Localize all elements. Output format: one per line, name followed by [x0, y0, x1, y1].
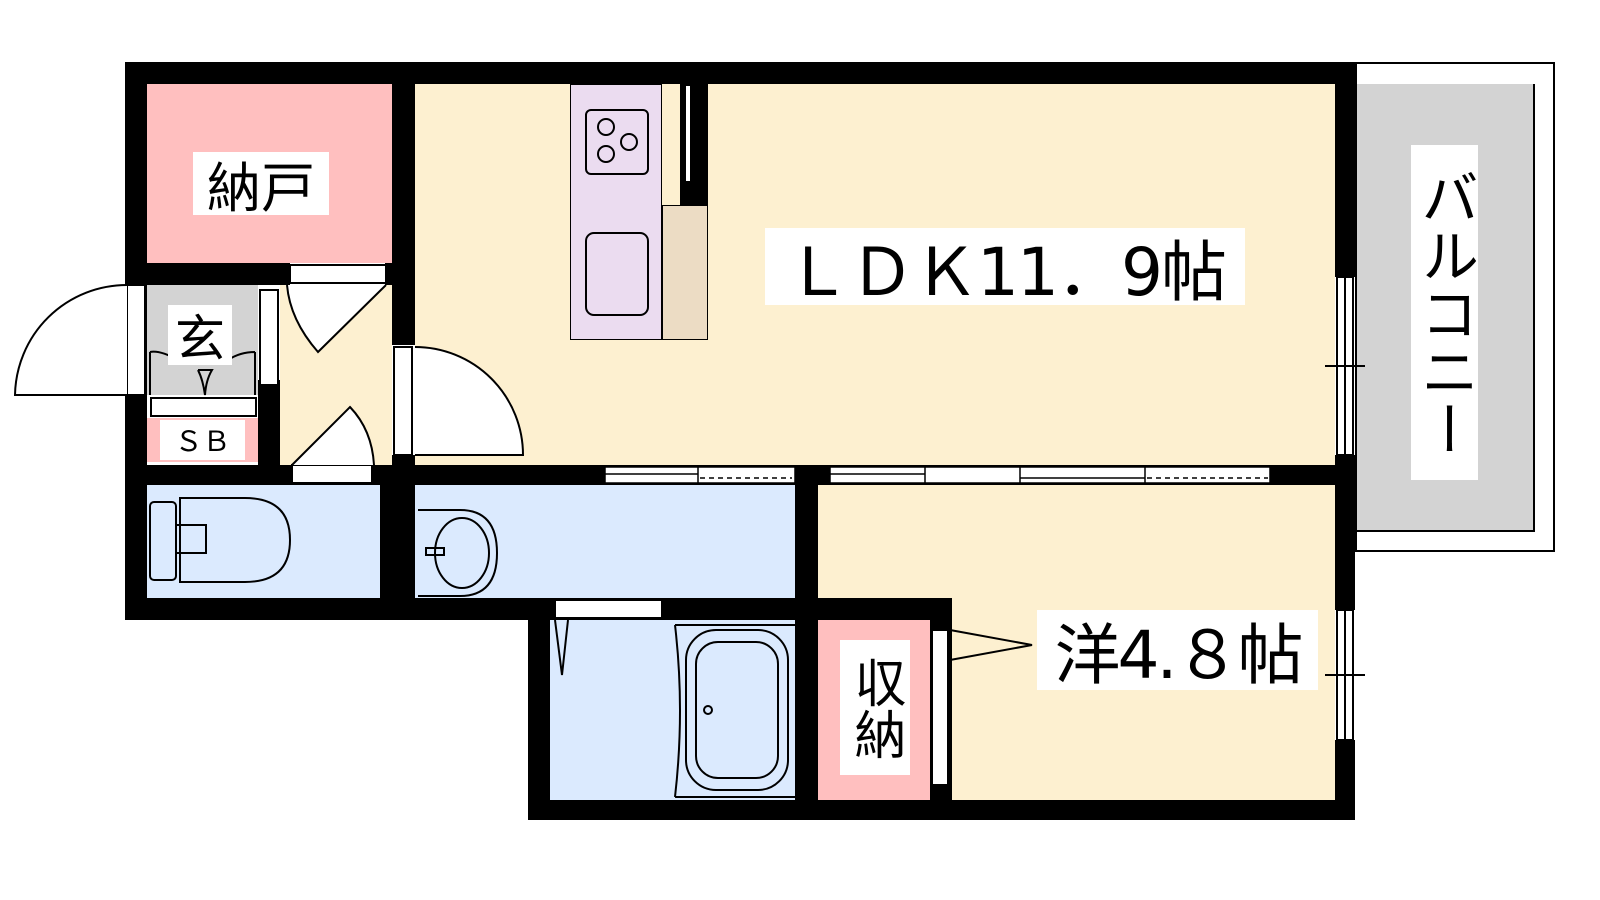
entrance-door[interactable] [13, 284, 146, 396]
wall-storage-ldk [392, 62, 415, 345]
wall-storage-bottom [125, 263, 290, 285]
wall-toilet-wash [380, 485, 415, 598]
bathroom [550, 620, 795, 800]
western-window[interactable] [1325, 609, 1365, 741]
wall-top [125, 62, 1355, 84]
hall-door[interactable] [291, 405, 375, 484]
wall-center [795, 465, 818, 820]
storage-door[interactable] [286, 264, 387, 354]
wall-storage-bottom-r [385, 263, 397, 285]
entrance-label: 玄 [168, 305, 232, 368]
wall-entrance-right [258, 380, 280, 485]
sink-icon [585, 232, 649, 316]
wall-kitchen-post [680, 84, 708, 205]
wall-right [1335, 62, 1355, 277]
wall-right-mid [1335, 455, 1355, 610]
sliding-door-washroom[interactable] [604, 466, 796, 484]
kitchen-shelf [662, 205, 708, 340]
wall-bottom [528, 800, 1355, 820]
shoe-box-label: ＳＢ [160, 420, 245, 460]
ldk-door[interactable] [393, 346, 525, 456]
wall-bath-left [528, 598, 550, 820]
storage-room-label: 納戸 [193, 152, 329, 220]
western-room-label: 洋4.８帖 [1037, 610, 1318, 694]
stove-icon [585, 109, 649, 175]
closet-door[interactable] [931, 629, 1033, 786]
washroom [415, 485, 795, 598]
ldk-label: ＬＤＫ11．9帖 [765, 228, 1245, 311]
bath-door[interactable] [554, 599, 663, 676]
balcony-label: バルコニー [1411, 145, 1479, 480]
wall-bottom-left [125, 598, 550, 620]
bathtub-icon [674, 624, 795, 798]
toilet-icon [149, 497, 292, 583]
sliding-door-western[interactable] [829, 466, 1271, 484]
balcony-window[interactable] [1325, 276, 1365, 456]
kitchen-window [686, 86, 690, 181]
shoe-shelf [149, 289, 279, 417]
washbasin-icon [418, 509, 499, 597]
closet-label: 収納 [840, 640, 910, 775]
